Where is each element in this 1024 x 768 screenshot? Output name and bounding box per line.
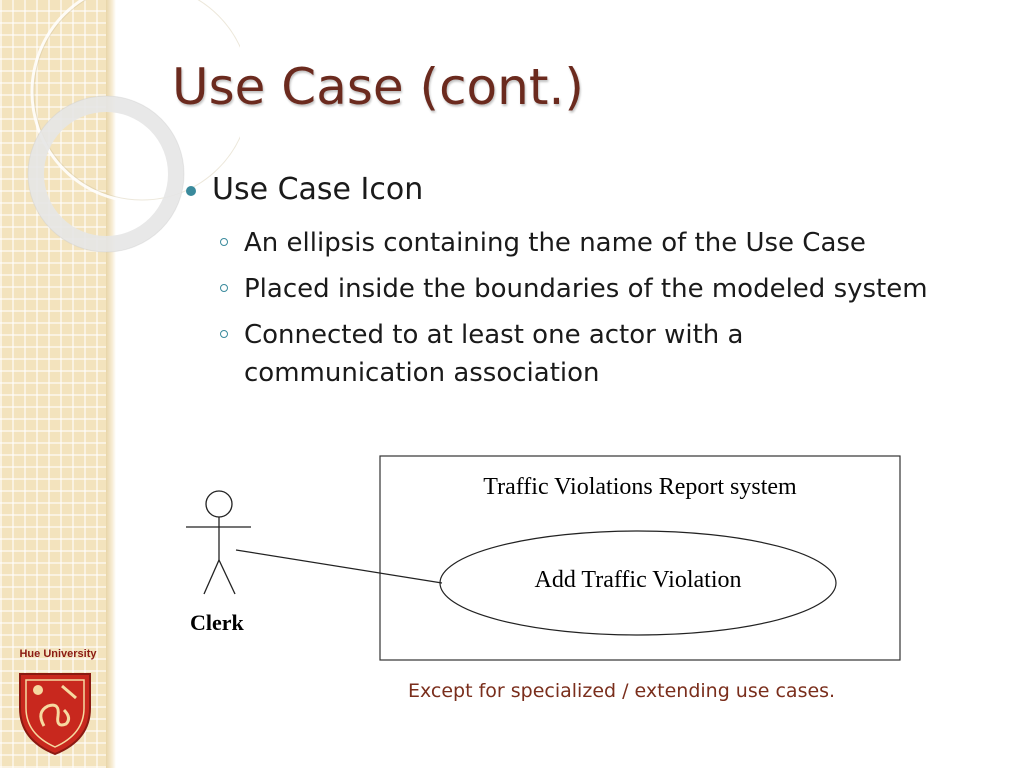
sidebar-edge: [106, 0, 116, 768]
slide-title: Use Case (cont.): [172, 58, 584, 116]
sub-bullet-item: An ellipsis containing the name of the U…: [180, 224, 1000, 262]
sub-bullet-ring-icon: [220, 284, 228, 292]
sub-bullet-text: Placed inside the boundaries of the mode…: [244, 274, 928, 304]
footnote: Except for specialized / extending use c…: [408, 680, 836, 702]
communication-association: [235, 549, 443, 584]
bullet-item: Use Case Icon: [180, 172, 1000, 216]
bullet-list: Use Case Icon An ellipsis containing the…: [180, 172, 1000, 392]
system-boundary: [379, 455, 901, 661]
sub-bullet-item: Connected to at least one actor with a c…: [180, 316, 804, 392]
use-case-label: Add Traffic Violation: [534, 567, 742, 593]
decorative-circles: [27, 0, 240, 253]
sub-bullet-ring-icon: [220, 238, 228, 246]
sub-bullet-text: Connected to at least one actor with a c…: [244, 320, 744, 388]
system-label: Traffic Violations Report system: [483, 474, 797, 500]
sub-bullet-text: An ellipsis containing the name of the U…: [244, 228, 866, 258]
sub-bullet-ring-icon: [220, 330, 228, 338]
bullet-text: Use Case Icon: [212, 172, 424, 207]
use-case-ellipse: [439, 530, 837, 636]
university-name: Hue University: [19, 648, 97, 660]
actor-label: Clerk: [190, 610, 244, 635]
university-seal-icon: [19, 673, 91, 756]
sub-bullet-item: Placed inside the boundaries of the mode…: [180, 270, 1000, 308]
bullet-dot-icon: [186, 186, 196, 196]
actor-stick-figure-icon: [186, 490, 251, 595]
